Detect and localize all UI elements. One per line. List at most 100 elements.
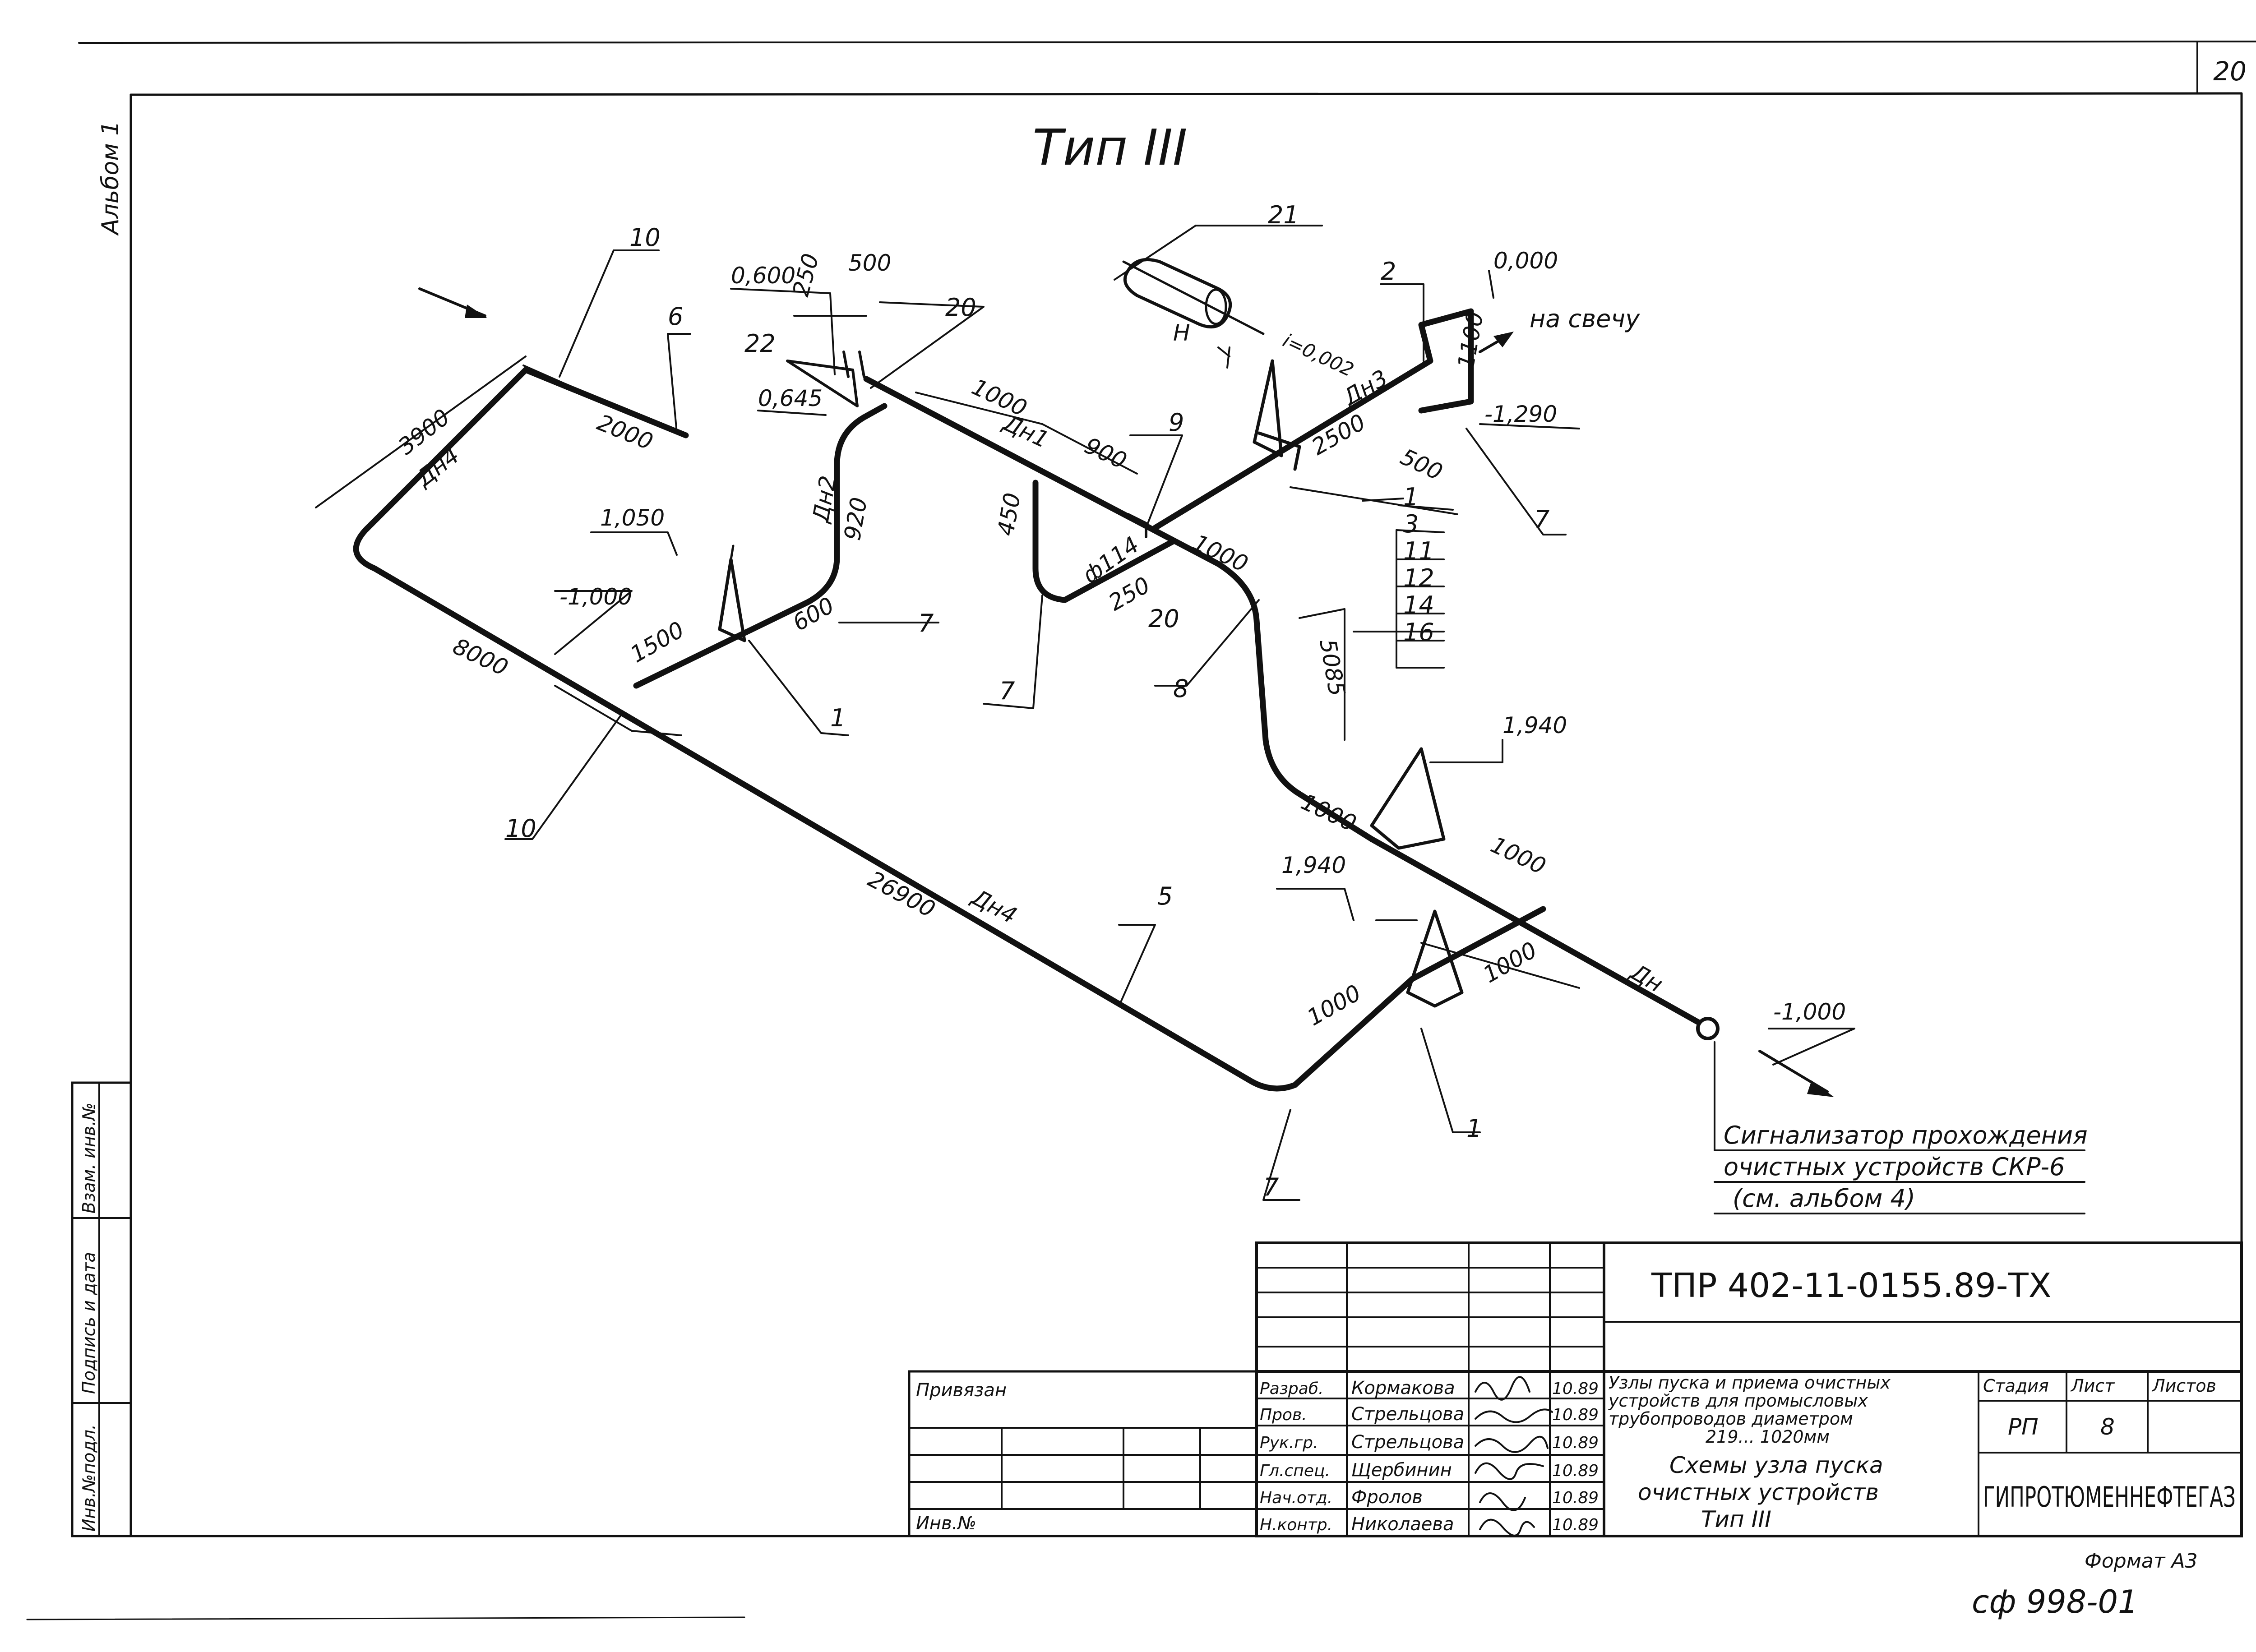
note-line: (см. альбом 4) (1733, 1184, 1915, 1213)
dim-920: 920 (839, 495, 873, 542)
note-line: Сигнализатор прохождения (1724, 1121, 2088, 1149)
sheet-title-line: Тип III (1701, 1506, 1771, 1532)
callout-22: 22 (744, 329, 776, 358)
drawing-code: ТПР 402-11-0155.89-ТХ (1651, 1266, 2051, 1305)
date: 10.89 (1552, 1516, 1599, 1534)
sheet-title-line: Схемы узла пуска (1669, 1452, 1883, 1478)
callout-2: 2 (1381, 257, 1396, 286)
dim-1500: 1500 (626, 617, 689, 668)
dim-600: 600 (788, 592, 839, 636)
role: Пров. (1260, 1406, 1307, 1424)
sheet-title-line: очистных устройств (1638, 1479, 1879, 1505)
project-title-line: трубопроводов диаметром (1609, 1409, 1853, 1429)
dim-500-right: 500 (1396, 443, 1447, 485)
signatures (1475, 1376, 1553, 1537)
name: Кормакова (1351, 1378, 1455, 1398)
label-slope: i=0,002 (1280, 329, 1357, 381)
album-label: Альбом 1 (97, 121, 124, 236)
name: Фролов (1351, 1487, 1423, 1508)
privyazan-label: Привязан (916, 1380, 1007, 1401)
elev-m1290: -1,290 (1484, 401, 1557, 427)
stage-header: Стадия (1983, 1376, 2049, 1396)
stack-item: 1 (1403, 483, 1419, 511)
dim-1100: 1100 (1453, 310, 1489, 371)
elev-1050: 1,050 (600, 505, 665, 531)
role: Гл.спец. (1260, 1462, 1330, 1480)
pipe-dn: Дн (1625, 958, 1667, 997)
name: Стрельцова (1351, 1404, 1464, 1425)
callout-21: 21 (1268, 201, 1299, 229)
drawing-title: Тип III (1033, 119, 1188, 176)
name: Николаева (1351, 1514, 1454, 1535)
side-stamp: Инв.№подл. Подпись и дата Взам. инв.№ (71, 1081, 132, 1537)
stack-item: 14 (1403, 591, 1434, 619)
sheet-header: Лист (2070, 1376, 2115, 1396)
label-h: Н (1173, 320, 1190, 346)
date: 10.89 (1552, 1489, 1599, 1507)
sheet-value: 8 (2100, 1414, 2115, 1440)
project-title-line: Узлы пуска и приема очистных (1609, 1373, 1891, 1393)
dim-1000-mid: 1000 (1189, 529, 1252, 577)
stamp-replaced-inv: Взам. инв.№ (79, 1103, 99, 1214)
callout-8: 8 (1173, 674, 1188, 703)
inv-no-label: Инв.№ (916, 1513, 976, 1534)
callout-10-top: 10 (629, 223, 661, 252)
role: Разраб. (1260, 1380, 1323, 1398)
dim-250-mid: 250 (1104, 572, 1155, 616)
callout-6: 6 (668, 302, 683, 331)
callout-7-d: 7 (1263, 1173, 1279, 1201)
callout-20-mid: 20 (1148, 605, 1179, 633)
organization: ГИПРОТЮМЕННЕФТЕГАЗ (1983, 1481, 2236, 1514)
dim-1000-lower: 1000 (1303, 980, 1365, 1031)
callout-1-b: 1 (1466, 1114, 1482, 1143)
dim-0600: 0,600 (731, 263, 795, 289)
dim-1000-top: 1000 (968, 374, 1031, 421)
format-label: Формат А3 (2085, 1550, 2198, 1573)
callouts: 10 6 0,600 250 500 20 22 21 Н i=0,002 2 … (393, 201, 2088, 1213)
date: 10.89 (1552, 1380, 1599, 1398)
callout-7-a: 7 (918, 609, 934, 637)
callout-20-top: 20 (945, 293, 976, 322)
note-line: очистных устройств СКР-6 (1724, 1153, 2065, 1181)
project-title-line: устройств для промысловых (1608, 1391, 1868, 1411)
callout-9: 9 (1169, 408, 1184, 437)
project-title-line: 219... 1020мм (1706, 1427, 1830, 1447)
dim-450: 450 (993, 491, 1026, 538)
elev-0000: 0,000 (1493, 248, 1558, 274)
elev-m1000-right: -1,000 (1773, 999, 1846, 1025)
page-number: 20 (2213, 56, 2247, 87)
stack-item: 11 (1403, 537, 1434, 565)
stamp-orig-inv: Инв.№подл. (79, 1424, 99, 1532)
stack-item: 12 (1403, 564, 1434, 592)
title-block-text: ТПР 402-11-0155.89-ТХ Разраб. Пров. Рук.… (1260, 1266, 2236, 1537)
pipeline (353, 258, 1834, 1097)
label-to-flare: на свечу (1530, 305, 1640, 333)
dim-1000-bend: 1000 (1297, 789, 1360, 836)
stack-item: 16 (1403, 618, 1434, 646)
name: Стрельцова (1351, 1432, 1464, 1453)
dim-500-top: 500 (848, 250, 891, 276)
dim-2000: 2000 (594, 409, 657, 455)
callout-1-a: 1 (830, 704, 846, 732)
elev-1940-top: 1,940 (1502, 712, 1567, 738)
role: Н.контр. (1260, 1516, 1332, 1534)
date: 10.89 (1552, 1406, 1599, 1424)
dim-900: 900 (1081, 432, 1131, 474)
elev-1940-bottom: 1,940 (1281, 852, 1346, 878)
stamp-signature-date: Подпись и дата (79, 1252, 99, 1394)
role: Рук.гр. (1260, 1434, 1318, 1452)
callout-7-b: 7 (999, 677, 1015, 705)
elev-0645: 0,645 (758, 385, 823, 411)
role: Нач.отд. (1260, 1489, 1332, 1507)
dimension-lines (315, 225, 2085, 1214)
callout-5: 5 (1157, 882, 1173, 910)
title-block: Привязан Инв.№ (908, 1241, 2243, 1537)
sheet-frame (26, 41, 2256, 1620)
dim-1000-right: 1000 (1487, 831, 1550, 879)
dim-1000-lower-right: 1000 (1479, 937, 1541, 988)
date: 10.89 (1552, 1434, 1599, 1452)
elev-m1000-left: -1,000 (559, 584, 632, 610)
callout-10-bottom: 10 (505, 814, 536, 843)
callout-7-c: 7 (1534, 505, 1549, 534)
